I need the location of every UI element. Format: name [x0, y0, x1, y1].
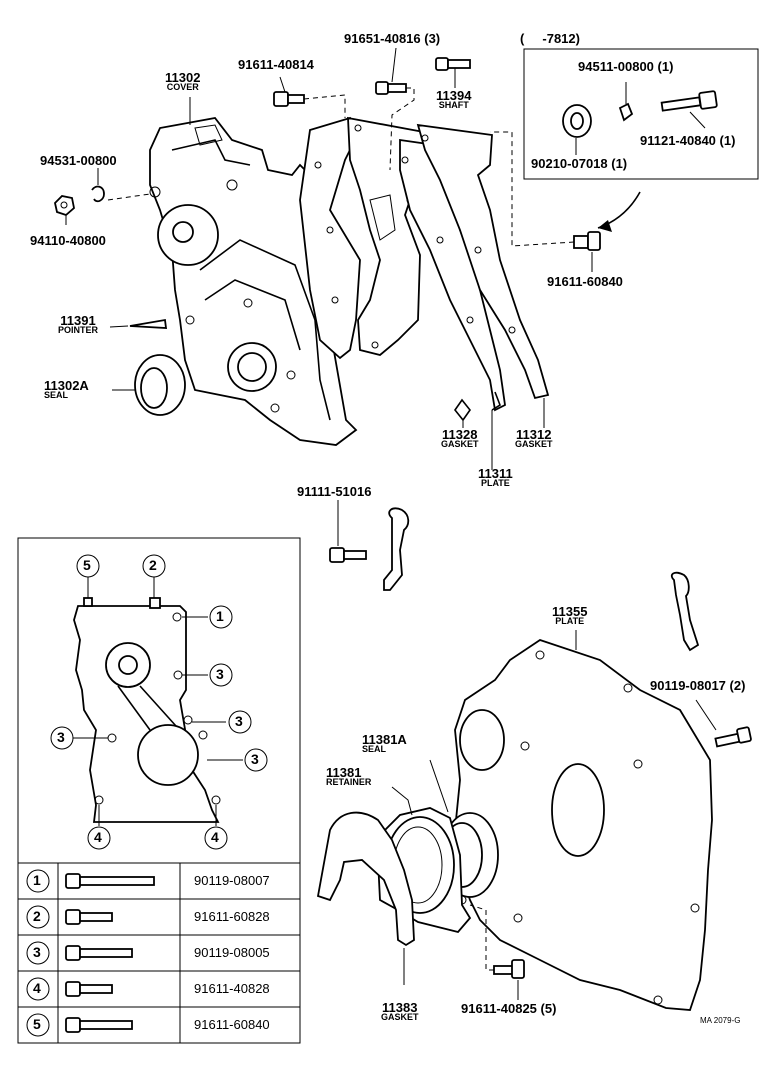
table-row-part: 90119-08005 [194, 945, 270, 960]
callout-11312: 11312 GASKET [515, 427, 553, 449]
part-number: 11302 [165, 70, 201, 85]
inset-range: ( -7812) [520, 31, 580, 46]
hook-bracket-left [383, 507, 410, 591]
part-name: SHAFT [438, 100, 469, 110]
bolt-91111-51016 [329, 500, 367, 563]
part-name: COVER [166, 82, 199, 92]
callout-11383: 11383 GASKET [381, 1000, 419, 1022]
bolt-icon-4 [65, 981, 113, 997]
bolt-91611-60840 [490, 131, 601, 272]
table-row-num: 2 [33, 908, 41, 924]
callout-11302: 11302 COVER [165, 70, 200, 92]
gasket-outer [416, 123, 550, 400]
part-name: RETAINER [326, 777, 372, 787]
callout-94531-00800: 94531-00800 [40, 153, 117, 168]
bolt-91651-40816 [375, 81, 415, 171]
callout-91111-51016: 91111-51016 [297, 484, 372, 499]
marker-3b: 3 [235, 713, 243, 729]
bolt-icon-1 [65, 873, 155, 889]
table-row-num: 5 [33, 1016, 41, 1032]
table-row-part: 91611-60840 [194, 1017, 270, 1032]
callout-11394: 11394 SHAFT [436, 88, 471, 110]
callout-11391: 11391 POINTER [58, 313, 98, 335]
callout-11381A: 11381A SEAL [362, 732, 407, 754]
bolt-icon-2 [65, 909, 113, 925]
inset-box [523, 48, 759, 180]
callout-91611-40814: 91611-40814 [238, 57, 314, 72]
marker-3d: 3 [251, 751, 259, 767]
bolt-90119-08017 [695, 699, 752, 748]
part-name: GASKET [515, 439, 553, 449]
part-name: GASKET [381, 1012, 419, 1022]
callout-11328: 11328 GASKET [441, 427, 479, 449]
part-number: 11312 [516, 427, 552, 442]
bolt-icon-3 [65, 945, 133, 961]
table-row-num: 3 [33, 944, 41, 960]
table-row-part: 90119-08007 [194, 873, 270, 888]
bolt-icon-5 [65, 1017, 133, 1033]
callout-90210-07018: 90210-07018 (1) [531, 156, 628, 171]
seal-11302A [134, 354, 186, 416]
table-row-num: 4 [33, 980, 41, 996]
part-number: 11381A [362, 732, 407, 747]
nut-94110 [54, 195, 75, 217]
part-number: 11328 [442, 427, 478, 442]
callout-11311: 11311 PLATE [478, 466, 513, 488]
callout-94511-00800: 94511-00800 (1) [578, 59, 674, 74]
callout-91611-40825: 91611-40825 (5) [461, 1001, 557, 1016]
marker-4a: 4 [94, 829, 102, 845]
bolt-location-panel [17, 537, 301, 864]
part-number: 11302A [44, 378, 89, 393]
marker-5: 5 [83, 557, 91, 573]
callout-11355: 11355 PLATE [552, 604, 587, 626]
part-number: 11311 [478, 466, 513, 481]
hook-bracket-right [670, 571, 700, 652]
table-row-part: 91611-60828 [194, 909, 270, 924]
callout-94110-40800: 94110-40800 [30, 233, 106, 248]
part-number: 11383 [382, 1000, 418, 1015]
callout-91651-40816: 91651-40816 (3) [344, 31, 441, 46]
plate-11355 [454, 630, 713, 1011]
bolt-table-grid [17, 862, 301, 1044]
pointer-11391 [109, 318, 168, 329]
part-name: SEAL [44, 390, 69, 400]
callout-91121-40840: 91121-40840 (1) [640, 133, 736, 148]
marker-1: 1 [216, 608, 224, 624]
table-row-part: 91611-40828 [194, 981, 270, 996]
washer-94531 [91, 185, 151, 203]
callout-11302A: 11302A SEAL [44, 378, 89, 400]
part-name: POINTER [58, 325, 99, 335]
part-name: SEAL [362, 744, 387, 754]
part-number: 11391 [60, 313, 96, 328]
callout-90119-08017: 90119-08017 (2) [650, 678, 746, 693]
table-row-num: 1 [33, 872, 41, 888]
bolt-91611-40825 [469, 904, 525, 1000]
callout-11381: 11381 RETAINER [326, 765, 371, 787]
footer-code: MA 2079-G [700, 1016, 741, 1025]
gasket-11383 [316, 811, 415, 985]
part-name: GASKET [441, 439, 479, 449]
shaft-11394 [435, 57, 471, 71]
part-number: 11394 [436, 88, 472, 103]
bolt-91611-40814 [273, 91, 346, 118]
part-name: PLATE [480, 478, 510, 488]
marker-3a: 3 [216, 666, 224, 682]
marker-4b: 4 [211, 829, 219, 845]
marker-3c: 3 [57, 729, 65, 745]
callout-91611-60840: 91611-60840 [547, 274, 623, 289]
part-number: 11381 [326, 765, 362, 780]
marker-2: 2 [149, 557, 157, 573]
part-name: PLATE [555, 616, 585, 626]
part-number: 11355 [552, 604, 588, 619]
